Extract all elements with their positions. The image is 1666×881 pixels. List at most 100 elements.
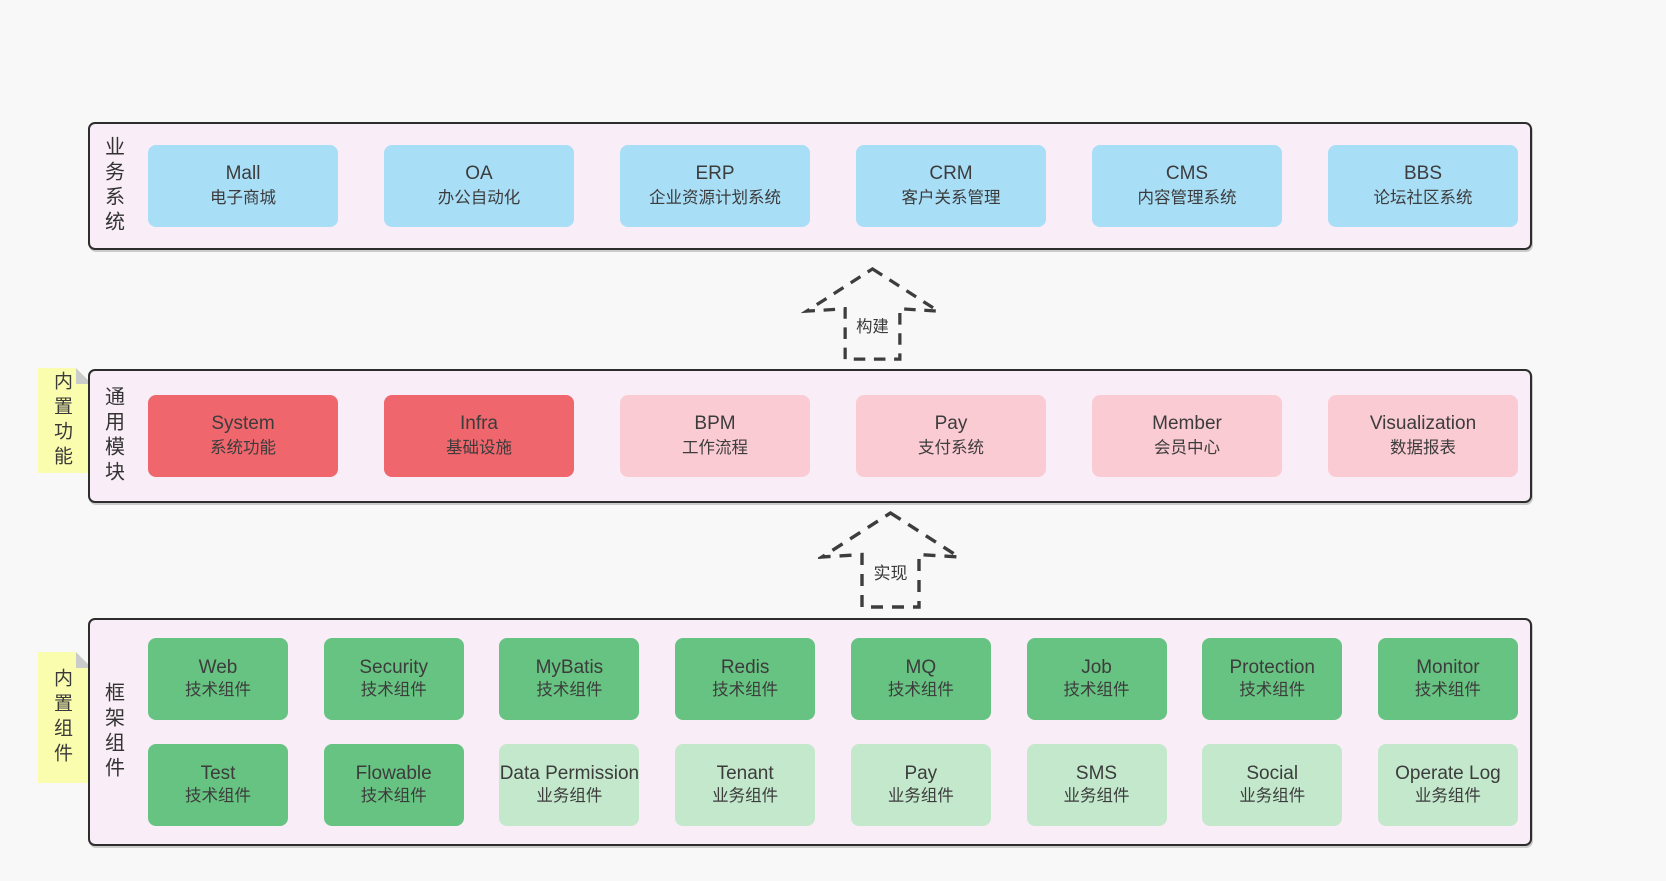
module-box-title: Operate Log [1395,763,1501,784]
module-box-subtitle: 客户关系管理 [901,189,1001,207]
module-box-title: Mall [225,163,261,184]
module-box-tenant: Tenant 业务组件 [675,744,816,826]
sticky-note-built-in-features: 内置功能 [38,368,92,473]
band-label: 框架组件 [101,682,124,782]
module-box-title: Security [359,657,429,678]
module-box-title: System [211,413,275,434]
module-box-erp: ERP 企业资源计划系统 [620,145,810,227]
module-box-title: Infra [459,413,499,434]
module-box-title: Pay [904,763,938,784]
module-box-subtitle: 业务组件 [712,787,779,805]
module-box-subtitle: 技术组件 [887,681,954,699]
module-box-subtitle: 业务组件 [1239,787,1306,805]
arrow-label: 构建 [856,318,889,336]
module-box-monitor: Monitor 技术组件 [1377,638,1518,720]
module-box-subtitle: 数据报表 [1390,439,1456,457]
module-box-security: Security 技术组件 [323,638,464,720]
module-box-title: OA [465,163,493,184]
module-box-subtitle: 基础设施 [446,439,512,457]
module-box-title: Tenant [716,763,774,784]
module-box-title: Test [200,763,236,784]
module-box-title: Pay [934,413,968,434]
module-box-sms: SMS 业务组件 [1026,744,1167,826]
module-box-redis: Redis 技术组件 [675,638,816,720]
module-box-subtitle: 业务组件 [536,787,603,805]
module-box-visualization: Visualization 数据报表 [1328,395,1518,477]
module-box-subtitle: 技术组件 [185,787,251,805]
module-box-subtitle: 业务组件 [1414,787,1481,805]
module-box-title: Flowable [355,763,432,784]
band-business-systems: 业务系统 Mall 电子商城 OA 办公自动化 ERP 企业资源计划系统 CRM 客户关系管理… [88,122,1532,250]
module-box-subtitle: 业务组件 [887,787,954,805]
module-box-system: System 系统功能 [148,395,338,477]
module-box-title: Visualization [1369,413,1477,434]
module-box-title: Job [1081,657,1112,678]
module-box-social: Social 业务组件 [1202,744,1343,826]
module-box-subtitle: 技术组件 [1414,681,1481,699]
module-box-flowable: Flowable 技术组件 [323,744,464,826]
module-box-subtitle: 论坛社区系统 [1373,189,1473,207]
sticky-note-label: 内置功能 [51,370,72,471]
module-box-subtitle: 会员中心 [1154,439,1220,457]
module-box-title: Data Permission [499,763,640,784]
sticky-note-built-in-components: 内置组件 [38,652,92,783]
module-box-title: Web [198,657,238,678]
band-label: 业务系统 [101,136,124,236]
dashed-up-arrow-icon [818,510,963,609]
module-box-mq: MQ 技术组件 [850,638,991,720]
arrow-label-backdrop [848,313,897,340]
module-box-title: SMS [1075,763,1118,784]
module-box-operate-log: Operate Log 业务组件 [1377,744,1518,826]
module-box-subtitle: 企业资源计划系统 [649,189,781,207]
module-box-title: CMS [1165,163,1209,184]
module-box-subtitle: 技术组件 [1239,681,1306,699]
module-box-title: Member [1152,413,1222,434]
module-box-title: MQ [905,657,937,678]
build-arrow: 构建 [800,266,945,361]
module-box-crm: CRM 客户关系管理 [856,145,1046,227]
module-box-title: Monitor [1416,657,1480,678]
module-box-subtitle: 系统功能 [210,439,276,457]
band-label: 通用模块 [101,386,124,486]
module-box-title: BPM [694,413,736,434]
module-box-protection: Protection 技术组件 [1202,638,1343,720]
module-box-oa: OA 办公自动化 [384,145,574,227]
module-box-member: Member 会员中心 [1092,395,1282,477]
module-box-title: ERP [695,163,735,184]
sticky-note-label: 内置组件 [51,667,72,768]
module-box-title: MyBatis [535,657,604,678]
module-box-subtitle: 办公自动化 [437,189,521,207]
module-box-test: Test 技术组件 [148,744,288,826]
arrow-label-backdrop [866,559,915,587]
dashed-up-arrow-icon [800,266,945,361]
module-box-subtitle: 工作流程 [682,439,748,457]
module-box-title: Redis [720,657,770,678]
module-box-subtitle: 电子商城 [210,189,276,207]
module-box-subtitle: 技术组件 [360,681,427,699]
module-box-subtitle: 技术组件 [712,681,779,699]
module-box-bpm: BPM 工作流程 [620,395,810,477]
band-label-column: 通用模块 [90,371,136,501]
module-box-title: Social [1246,763,1299,784]
module-box-title: CRM [929,163,973,184]
module-box-title: Protection [1229,657,1315,678]
module-box-subtitle: 技术组件 [360,787,427,805]
module-box-pay: Pay 业务组件 [850,744,991,826]
module-box-subtitle: 业务组件 [1063,787,1130,805]
module-box-infra: Infra 基础设施 [384,395,574,477]
band-label-column: 业务系统 [90,124,136,248]
